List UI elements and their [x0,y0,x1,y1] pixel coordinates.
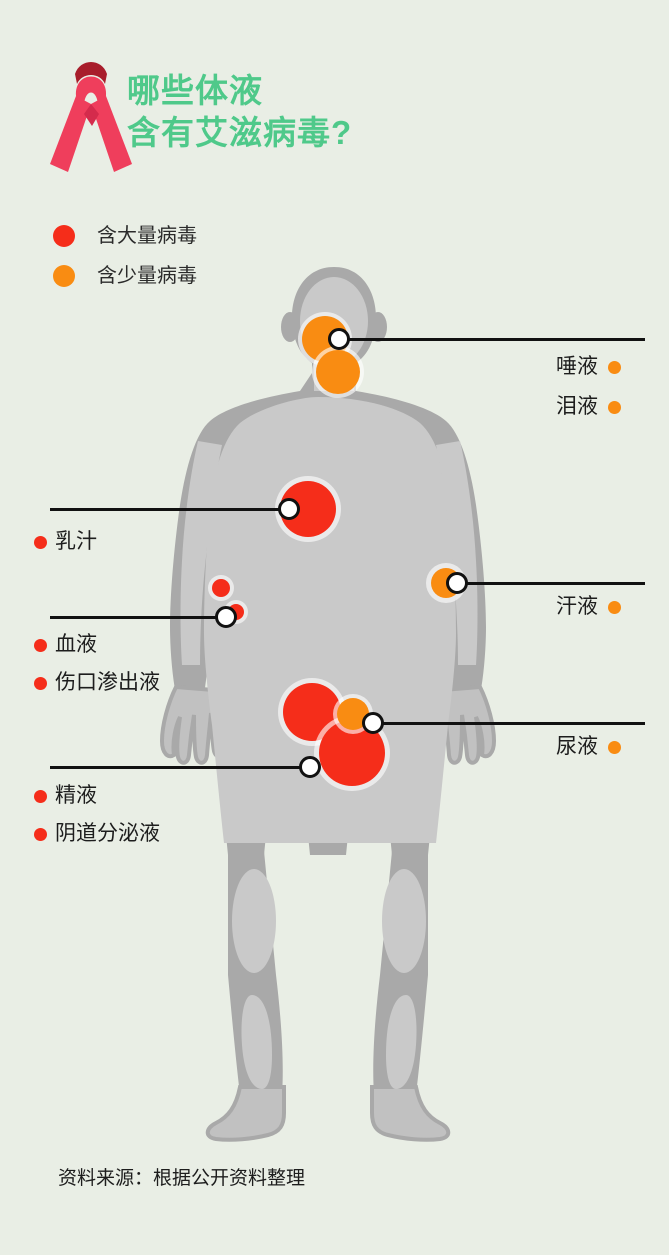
callout-label-urine: 尿液 [556,735,621,759]
marker-blood [212,579,230,597]
marker-urine [337,698,369,730]
leader-line-blood-wound [50,616,222,619]
leader-line-breast-milk [50,508,285,511]
callout-text-tears: 泪液 [556,395,598,418]
callout-text-vaginal-secretions: 阴道分泌液 [55,822,160,845]
callout-text-saliva: 唾液 [556,355,598,378]
title-line-2: 含有艾滋病毒? [127,114,353,151]
legend-item-high: 含大量病毒 [53,216,197,256]
callout-dot-blood [34,638,47,652]
title-line-1: 哪些体液 [127,72,263,109]
callout-dot-breast-milk [34,535,47,549]
callout-label-wound-exudate: 伤口渗出液 [34,671,160,695]
callout-label-breast-milk: 乳汁 [34,530,97,554]
callout-text-wound-exudate: 伤口渗出液 [55,671,160,694]
node-urine [362,712,384,734]
legend: 含大量病毒 含少量病毒 [53,216,197,296]
aids-awareness-ribbon-icon [48,52,134,174]
human-body-diagram [0,255,669,1145]
callout-dot-semen [34,789,47,803]
callout-text-semen: 精液 [55,784,97,807]
callout-label-vaginal-secretions: 阴道分泌液 [34,822,160,846]
callout-dot-wound-exudate [34,676,47,690]
callout-text-blood: 血液 [55,633,97,656]
page-title: 哪些体液 含有艾滋病毒? [127,70,352,154]
marker-vaginal [319,720,385,786]
legend-dot-high [53,225,75,247]
callout-label-blood: 血液 [34,633,97,657]
leader-line-genital-fluids [50,766,306,769]
callout-text-breast-milk: 乳汁 [55,530,97,553]
leader-line-sweat [462,582,645,585]
leader-line-saliva-tears [345,338,645,341]
callout-dot-saliva [608,360,621,374]
callout-label-tears: 泪液 [556,395,621,419]
callout-dot-sweat [608,600,621,614]
legend-label-high: 含大量病毒 [97,225,197,247]
source-note: 资料来源：根据公开资料整理 [58,1168,306,1189]
node-genital-fluids [299,756,321,778]
node-sweat [446,572,468,594]
callout-label-sweat: 汗液 [556,595,621,619]
callout-label-semen: 精液 [34,784,97,808]
leader-line-urine [378,722,645,725]
callout-text-urine: 尿液 [556,735,598,758]
callout-dot-vaginal-secretions [34,827,47,841]
legend-item-low: 含少量病毒 [53,256,197,296]
legend-dot-low [53,265,75,287]
callout-dot-urine [608,740,621,754]
marker-tears [316,350,360,394]
legend-label-low: 含少量病毒 [97,265,197,287]
callout-dot-tears [608,400,621,414]
node-blood-wound [215,606,237,628]
node-saliva-tears [328,328,350,350]
callout-text-sweat: 汗液 [556,595,598,618]
marker-milk [280,481,336,537]
node-breast-milk [278,498,300,520]
callout-label-saliva: 唾液 [556,355,621,379]
